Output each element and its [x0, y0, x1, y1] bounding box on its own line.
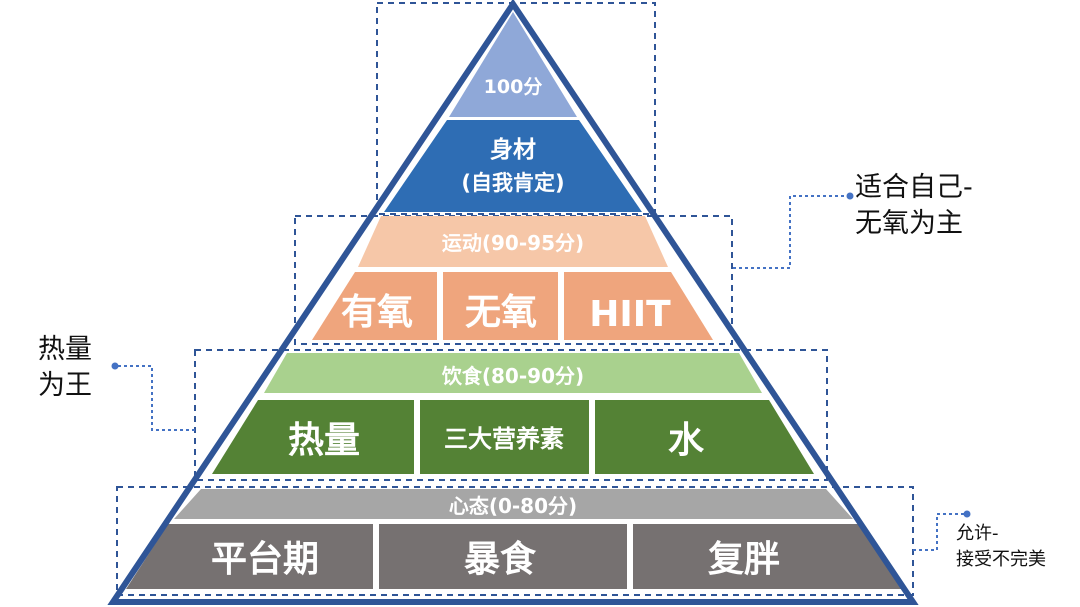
diet-item-water: 水 — [668, 420, 705, 461]
connector-exercise — [733, 195, 850, 269]
diet-cell-2 — [420, 400, 589, 474]
exercise-item-anaerobic: 无氧 — [465, 292, 537, 333]
dashed-box-mindset — [116, 486, 914, 596]
dashed-box-exercise — [294, 215, 733, 345]
body-segment — [384, 120, 642, 212]
exercise-title: 运动(90-95分) — [442, 231, 584, 255]
pyramid-outline — [107, 0, 919, 605]
mindset-item-regain: 复胖 — [708, 539, 780, 580]
exercise-cell-1 — [312, 272, 437, 340]
note-diet: 热量 为王 — [38, 332, 92, 404]
dashed-box-diet — [194, 349, 828, 481]
mindset-cell-3 — [633, 524, 903, 589]
mindset-title-band — [174, 489, 853, 519]
note-mindset-line2: 接受不完美 — [956, 549, 1046, 570]
mindset-cell-1 — [126, 524, 373, 589]
diet-item-macronutrients: 三大营养素 — [444, 425, 564, 453]
mindset-cell-2 — [379, 524, 627, 589]
body-label-line1: 身材 — [490, 136, 536, 163]
connector-diet-dot — [111, 362, 119, 370]
diet-title: 饮食(80-90分) — [441, 364, 584, 388]
mindset-item-binge: 暴食 — [464, 539, 537, 580]
exercise-item-aerobic: 有氧 — [341, 292, 413, 333]
diet-cell-1 — [212, 400, 414, 474]
diet-item-calories: 热量 — [288, 420, 360, 461]
note-exercise-line2: 无氧为主 — [855, 208, 963, 239]
note-exercise-line1: 适合自己- — [855, 172, 973, 203]
body-label-line2: (自我肯定) — [461, 171, 564, 195]
mindset-title: 心态(0-80分) — [449, 494, 577, 518]
note-diet-line2: 为王 — [38, 370, 92, 401]
exercise-item-hiit: HIIT — [589, 294, 671, 335]
connector-mindset-dot — [963, 510, 971, 518]
note-diet-line1: 热量 — [38, 334, 92, 365]
apex-label: 100分 — [484, 76, 543, 98]
diet-title-band — [264, 353, 762, 393]
exercise-cell-3 — [564, 272, 713, 340]
diet-cell-3 — [595, 400, 814, 474]
connector-diet — [115, 365, 195, 431]
note-exercise: 适合自己- 无氧为主 — [855, 170, 973, 242]
connector-mindset — [913, 513, 967, 551]
exercise-cell-2 — [443, 272, 558, 340]
note-mindset: 允许- 接受不完美 — [956, 521, 1046, 573]
apex-segment — [449, 12, 577, 117]
mindset-item-plateau: 平台期 — [211, 539, 319, 580]
connector-exercise-dot — [846, 192, 854, 200]
note-mindset-line1: 允许- — [956, 523, 999, 544]
exercise-title-band — [358, 216, 668, 267]
dashed-box-top — [376, 2, 656, 215]
